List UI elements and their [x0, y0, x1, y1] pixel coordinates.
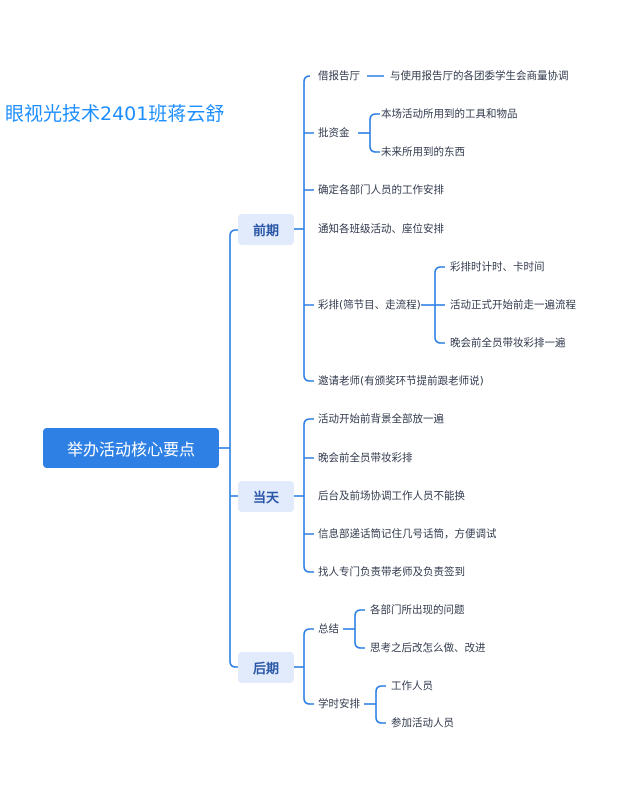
- node-item[interactable]: 通知各班级活动、座位安排: [318, 223, 444, 235]
- node-item[interactable]: 与使用报告厅的各团委学生会商量协调: [390, 70, 569, 82]
- node-item[interactable]: 未来所用到的东西: [381, 146, 465, 158]
- node-item[interactable]: 晚会前全员带妆彩排: [318, 452, 413, 464]
- node-item[interactable]: 各部门所出现的问题: [370, 604, 465, 616]
- node-item[interactable]: 批资金: [318, 127, 350, 139]
- node-item[interactable]: 信息部递话筒记住几号话筒，方便调试: [318, 528, 497, 540]
- node-item[interactable]: 思考之后改怎么做、改进: [370, 642, 486, 654]
- node-item[interactable]: 本场活动所用到的工具和物品: [381, 108, 518, 120]
- node-item[interactable]: 找人专门负责带老师及负责签到: [318, 566, 465, 578]
- node-item[interactable]: 邀请老师(有颁奖环节提前跟老师说): [318, 375, 484, 387]
- node-item[interactable]: 彩排(筛节目、走流程): [318, 299, 421, 311]
- node-item[interactable]: 晚会前全员带妆彩排一遍: [450, 337, 566, 349]
- node-item[interactable]: 活动开始前背景全部放一遍: [318, 413, 444, 425]
- node-item[interactable]: 后台及前场协调工作人员不能换: [318, 490, 465, 502]
- node-item[interactable]: 总结: [318, 623, 339, 635]
- node-item[interactable]: 学时安排: [318, 698, 360, 710]
- node-item[interactable]: 活动正式开始前走一遍流程: [450, 299, 576, 311]
- node-item[interactable]: 参加活动人员: [391, 717, 454, 729]
- node-dangtian[interactable]: 当天: [238, 481, 294, 512]
- author-title: 眼视光技术2401班蒋云舒: [5, 103, 225, 125]
- node-houqi[interactable]: 后期: [238, 652, 294, 683]
- root-node[interactable]: 举办活动核心要点: [43, 428, 219, 468]
- node-item[interactable]: 借报告厅: [318, 70, 360, 82]
- node-item[interactable]: 工作人员: [391, 680, 433, 692]
- node-item[interactable]: 确定各部门人员的工作安排: [318, 184, 444, 196]
- node-item[interactable]: 彩排时计时、卡时间: [450, 261, 545, 273]
- node-qianqi[interactable]: 前期: [238, 214, 294, 245]
